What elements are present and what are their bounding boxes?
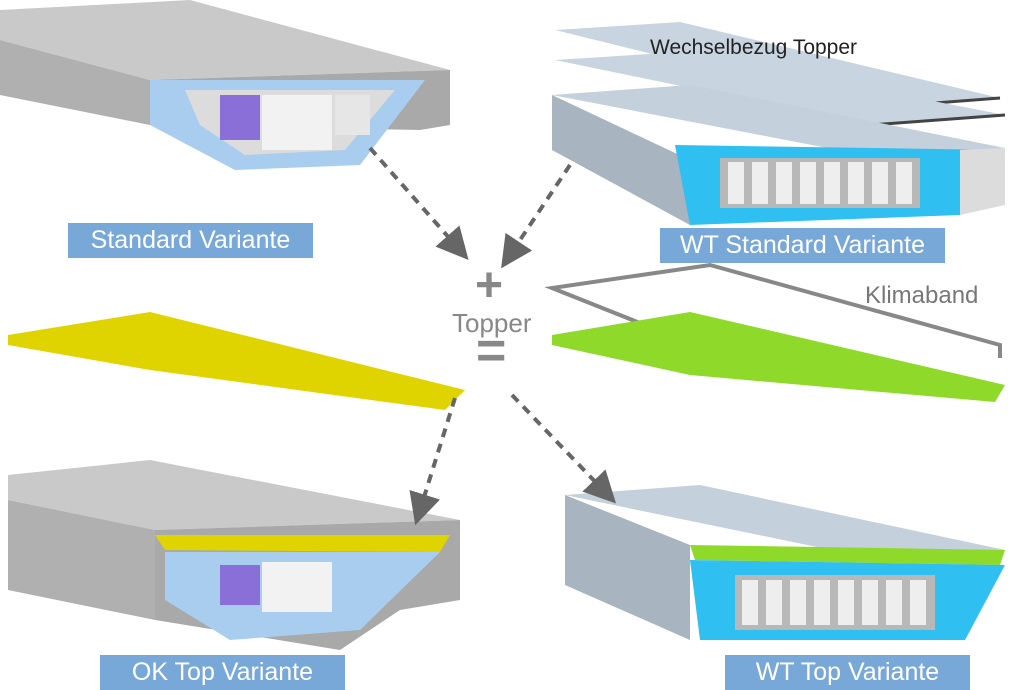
label-wt-standard-variante: WT Standard Variante — [660, 228, 945, 263]
cover-layer-1 — [555, 22, 1000, 108]
pocket-springs — [220, 95, 370, 150]
ok-topper-layer — [8, 312, 465, 410]
ok-top-mattress — [8, 460, 460, 650]
arrow-wt-standard-to-topper — [501, 163, 572, 269]
wt-topper-layer — [552, 312, 1005, 402]
arrow-to-wt-top — [510, 393, 617, 504]
cover-layer-2 — [555, 52, 1005, 125]
label-ok-top-variante: OK Top Variante — [100, 655, 345, 690]
wt-top-mattress — [565, 485, 1005, 640]
standard-mattress — [0, 0, 450, 170]
label-wechselbezug-topper: Wechselbezug Topper — [650, 36, 858, 59]
label-topper: Topper — [452, 308, 532, 338]
arrow-standard-to-topper — [368, 146, 469, 261]
label-wt-top-variante: WT Top Variante — [725, 655, 970, 690]
arrow-to-ok-top — [409, 397, 457, 526]
label-klimaband: Klimaband — [865, 282, 979, 309]
plus-sign: + — [475, 259, 504, 312]
wt-standard-mattress — [552, 22, 1006, 225]
label-standard-variante: Standard Variante — [68, 223, 313, 258]
equals-sign: = — [476, 322, 507, 380]
